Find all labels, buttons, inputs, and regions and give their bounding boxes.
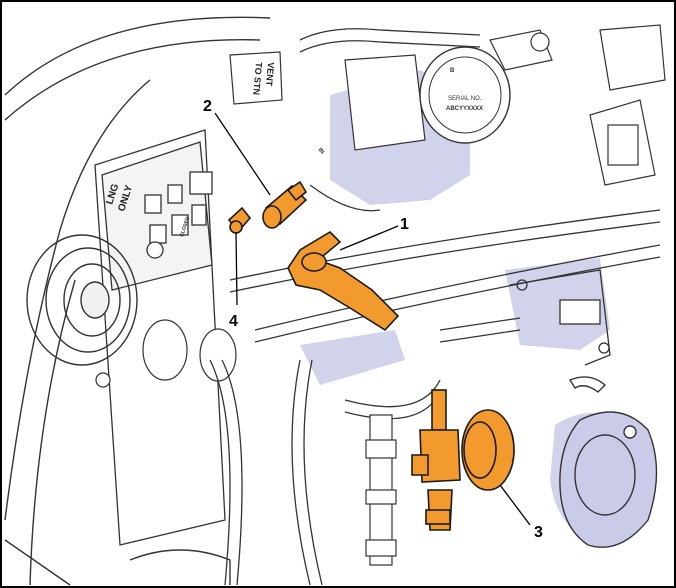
- mounting-bracket: [509, 269, 611, 366]
- callout-3: 3: [534, 524, 543, 541]
- shutoff-valve-handle: [287, 230, 400, 332]
- regulator-stack: [365, 414, 397, 566]
- fill-receptacle: [26, 234, 138, 366]
- control-panel: [94, 129, 226, 546]
- fitting-label: IN: [317, 147, 325, 155]
- serial-value: ABCYYXXXX: [446, 106, 483, 112]
- vent-tag: VENT TO STN: [229, 51, 283, 105]
- decal-to-stn: TO STN: [251, 62, 264, 96]
- pressure-regulator: B SERIAL NO. ABCYYXXXX IN: [317, 29, 553, 156]
- leader-lines: [214, 112, 531, 526]
- highlighted-components: [227, 180, 515, 531]
- tubing: [209, 28, 661, 586]
- leader-line-2: [214, 112, 271, 196]
- dust-cap: [559, 376, 658, 548]
- vent-valve: [262, 180, 308, 229]
- leader-line-3: [499, 484, 531, 526]
- small-gauges: [95, 319, 237, 388]
- decal-vent: VENT: [264, 62, 276, 87]
- electrical-connector: [589, 24, 666, 186]
- small-fitting: [227, 206, 252, 234]
- callout-2: 2: [203, 98, 212, 115]
- tank-ring: [4, 16, 271, 586]
- leader-line-1: [339, 225, 399, 251]
- callout-4: 4: [229, 313, 238, 330]
- serial-label: SERIAL NO.: [448, 96, 482, 102]
- leader-line-4: [235, 231, 238, 306]
- fill-valve: [411, 389, 515, 531]
- callout-1: 1: [400, 216, 409, 233]
- port-label: B: [450, 68, 455, 74]
